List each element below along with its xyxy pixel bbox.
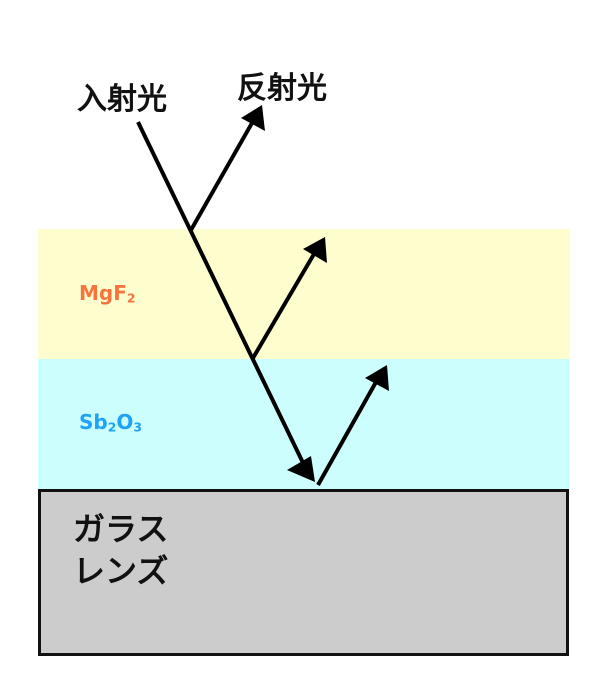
reflected-ray-glass-arrowhead (365, 365, 389, 391)
reflected-ray-glass (316, 381, 378, 486)
sb2o3-label-o: O (116, 410, 134, 434)
mgf2-label-main: MgF (79, 281, 127, 305)
incident-light-label: 入射光 (77, 82, 167, 117)
reflected-ray-interface-arrowhead (303, 237, 327, 263)
reflected-ray-interface (251, 252, 316, 360)
glass-lens-label: ガラス レンズ (73, 508, 168, 592)
incident-ray-arrowhead (287, 456, 315, 482)
glass-lens-label-line1: ガラス (73, 510, 169, 548)
sb2o3-label-subscript-2: 3 (133, 419, 142, 435)
mgf2-coating-layer (38, 229, 570, 359)
reflected-light-label: 反射光 (237, 71, 327, 106)
sb2o3-label-subscript-1: 2 (107, 419, 117, 435)
sb2o3-label: Sb2O3 (79, 410, 142, 434)
glass-lens-block (38, 489, 569, 656)
mgf2-label-subscript: 2 (126, 290, 136, 306)
glass-lens-label-line2: レンズ (73, 552, 169, 590)
reflected-ray-surface-arrowhead (241, 105, 265, 131)
reflected-ray-surface (189, 122, 254, 231)
incident-ray (136, 121, 308, 470)
mgf2-label: MgF2 (79, 281, 136, 305)
sb2o3-label-sb: Sb (79, 410, 108, 434)
